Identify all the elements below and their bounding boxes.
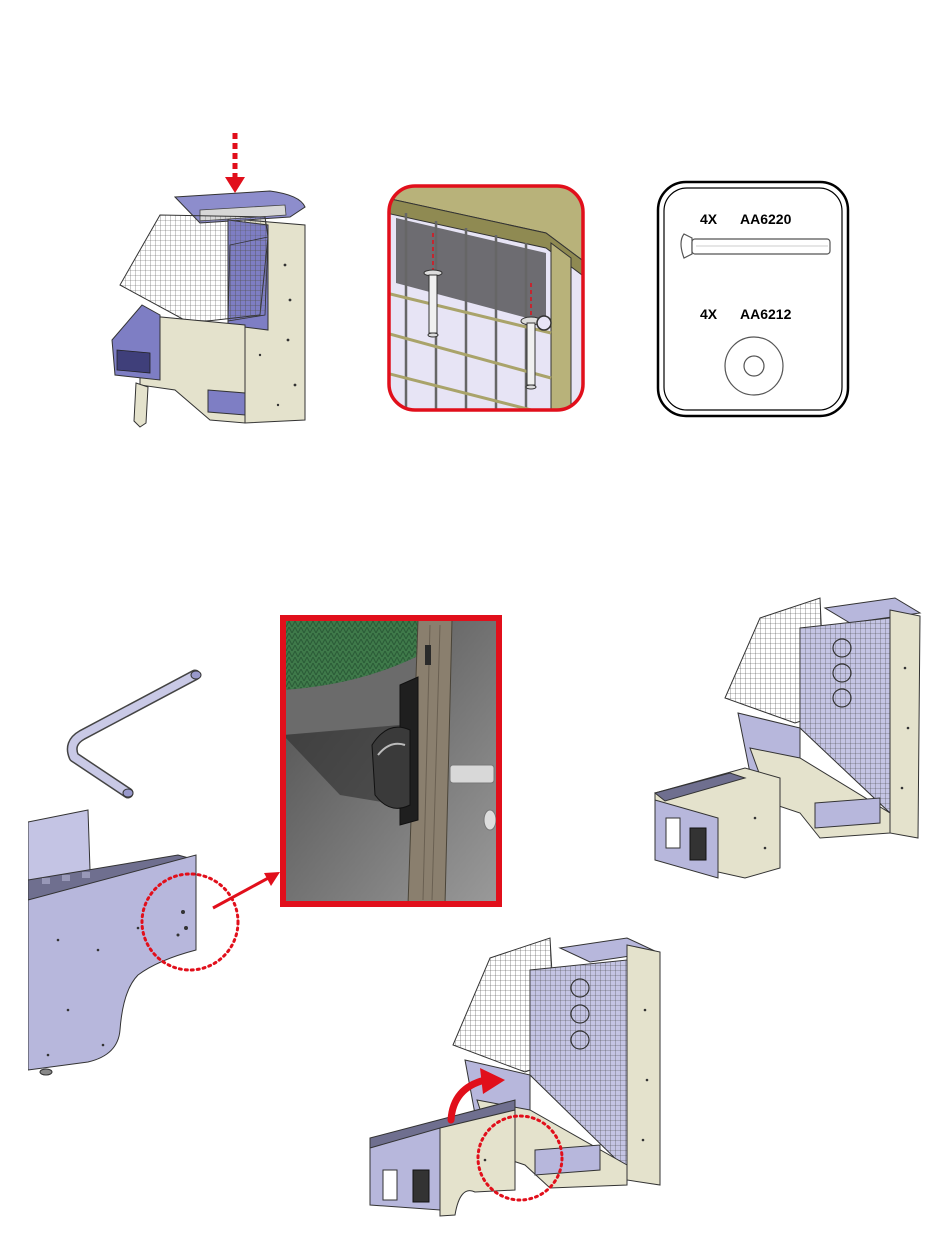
washer-qty: 4X: [700, 306, 718, 322]
hinge-photo-callout: [280, 615, 502, 907]
hex-key-icon: [60, 665, 205, 805]
bolt-detail-callout: [386, 183, 586, 413]
washer-icon: [725, 337, 783, 395]
down-arrow-icon: [225, 133, 245, 193]
side-panel-figure: [28, 800, 288, 1080]
washer-part-number: AA6212: [740, 306, 792, 322]
bolt-part-number: AA6220: [740, 211, 792, 227]
cabinet-top-cap-figure: [100, 125, 315, 430]
cabinet-rotate-figure: [365, 930, 665, 1220]
hardware-box: 4X AA6220 4X AA6212: [656, 180, 850, 418]
callout-arrow-icon: [213, 872, 280, 908]
bolt-qty: 4X: [700, 211, 718, 227]
hex-key-figure: [60, 665, 205, 805]
assembled-cabinet-figure: [650, 588, 930, 883]
